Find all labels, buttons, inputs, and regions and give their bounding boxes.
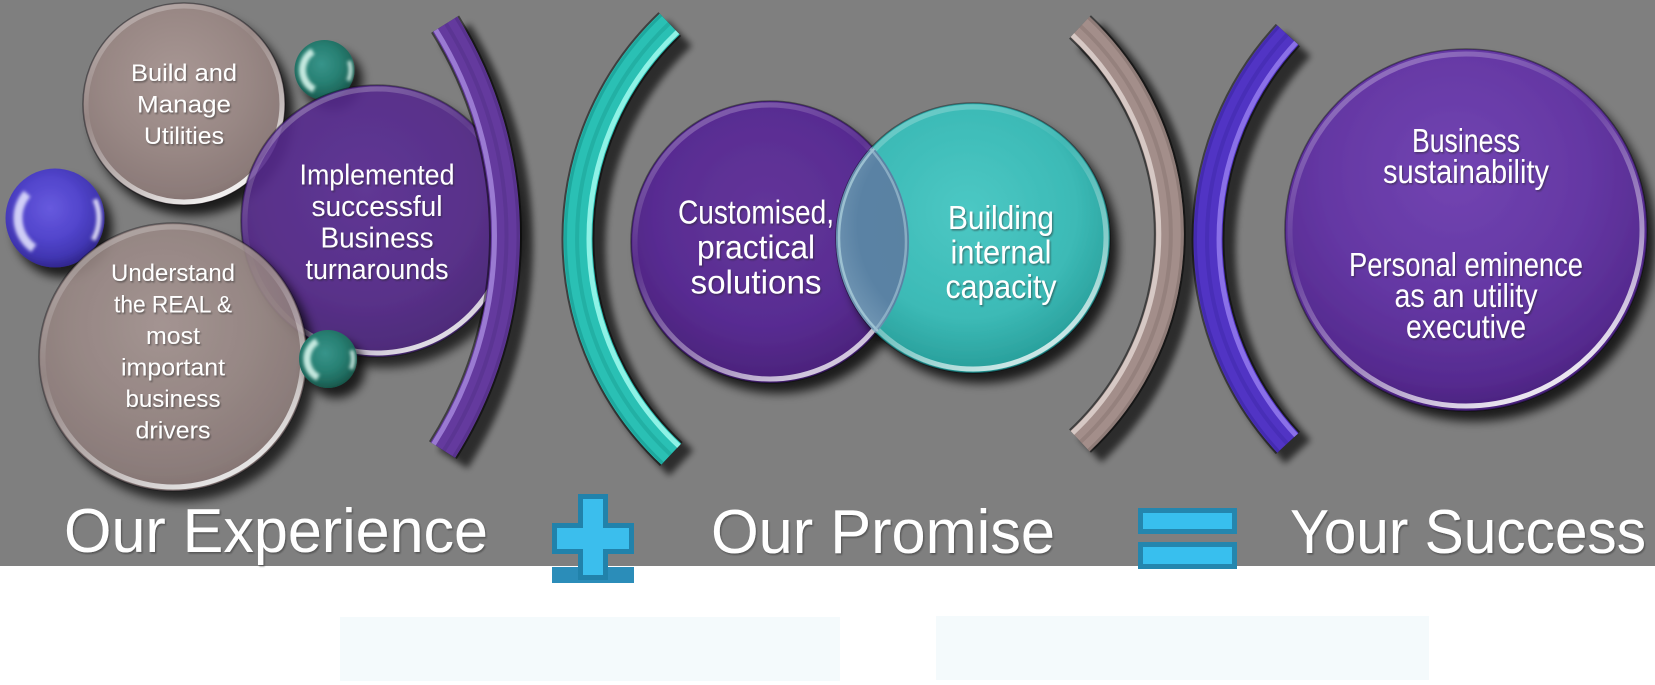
- svg-text:Implemented: Implemented: [300, 160, 455, 192]
- svg-text:Build and: Build and: [131, 60, 237, 87]
- svg-text:Manage: Manage: [137, 92, 231, 119]
- svg-text:the REAL &: the REAL &: [114, 292, 232, 319]
- svg-text:capacity: capacity: [946, 268, 1057, 305]
- svg-text:Your Success: Your Success: [1290, 498, 1646, 567]
- svg-text:executive: executive: [1406, 308, 1526, 345]
- svg-text:Business: Business: [321, 223, 434, 255]
- svg-text:successful: successful: [312, 191, 443, 223]
- svg-text:most: most: [146, 323, 200, 350]
- svg-text:Customised,: Customised,: [678, 194, 834, 231]
- svg-text:Business: Business: [1412, 122, 1520, 159]
- svg-text:Our Experience: Our Experience: [64, 497, 488, 566]
- svg-text:Personal eminence: Personal eminence: [1349, 246, 1583, 283]
- svg-text:practical: practical: [697, 229, 815, 266]
- svg-text:solutions: solutions: [691, 264, 822, 301]
- svg-text:Understand: Understand: [111, 260, 235, 287]
- svg-text:turnarounds: turnarounds: [306, 254, 449, 286]
- svg-text:important: important: [121, 355, 225, 382]
- svg-text:as an utility: as an utility: [1395, 277, 1538, 314]
- svg-text:Building: Building: [948, 199, 1054, 236]
- svg-text:sustainability: sustainability: [1383, 153, 1549, 190]
- svg-text:drivers: drivers: [136, 418, 211, 445]
- svg-text:Our Promise: Our Promise: [711, 498, 1055, 567]
- svg-text:Utilities: Utilities: [144, 123, 224, 150]
- svg-text:internal: internal: [951, 234, 1052, 271]
- svg-text:business: business: [126, 386, 221, 413]
